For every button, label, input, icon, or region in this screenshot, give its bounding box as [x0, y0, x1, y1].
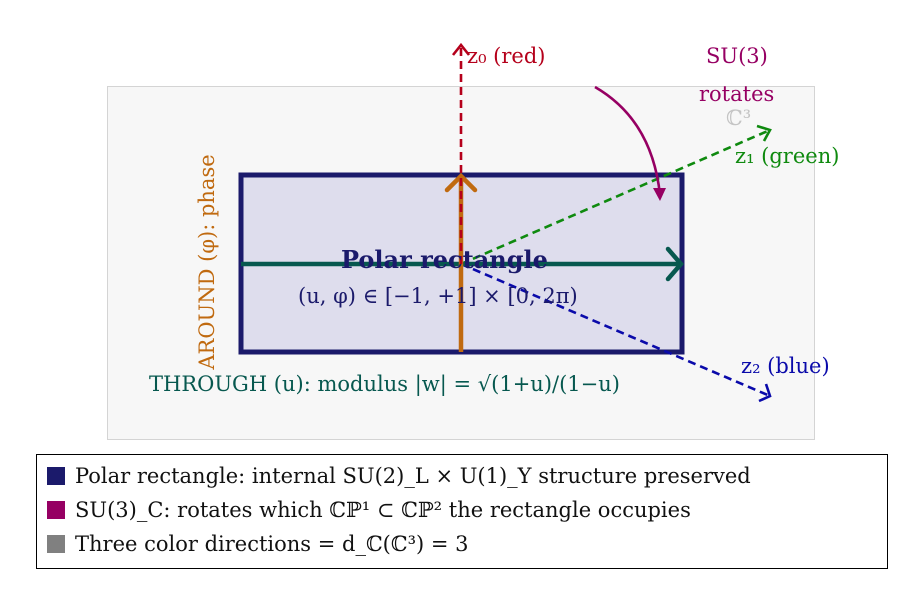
legend-text: Polar rectangle: internal SU(2)_L × U(1)… [75, 464, 751, 488]
z2-axis-label: z₂ (blue) [741, 354, 830, 378]
z1-arrowhead [756, 124, 772, 142]
legend-swatch-gray [47, 535, 65, 553]
through-arrowhead [665, 246, 684, 282]
c3-label: ℂ³ [726, 106, 752, 130]
su3-rotation-arrow [594, 85, 662, 196]
z2-axis [460, 262, 771, 398]
through-label: THROUGH (u): modulus |w| = √(1+u)/(1−u) [149, 372, 620, 396]
z2-arrowhead [758, 383, 772, 403]
z0-axis-label: z₀ (red) [467, 44, 546, 68]
legend-item-color-directions: Three color directions = d_ℂ(ℂ³) = 3 [47, 527, 887, 561]
su3-rotation-label-line1: SU(3) [706, 44, 768, 68]
su3-rotation-arrowhead [653, 188, 666, 201]
su3-rotation-label-line2: rotates [699, 82, 775, 106]
z0-arrowhead [451, 42, 471, 56]
legend-text: SU(3)_C: rotates which ℂℙ¹ ⊂ ℂℙ² the rec… [75, 498, 691, 522]
rectangle-title: Polar rectangle [341, 245, 548, 274]
z1-axis-label: z₁ (green) [735, 144, 840, 168]
z1-axis [460, 128, 771, 266]
legend-item-polar-rectangle: Polar rectangle: internal SU(2)_L × U(1)… [47, 459, 887, 493]
legend: Polar rectangle: internal SU(2)_L × U(1)… [36, 454, 888, 569]
legend-swatch-magenta [47, 501, 65, 519]
around-arrowhead [444, 172, 478, 193]
legend-item-su3: SU(3)_C: rotates which ℂℙ¹ ⊂ ℂℙ² the rec… [47, 493, 887, 527]
legend-text: Three color directions = d_ℂ(ℂ³) = 3 [75, 532, 469, 556]
rectangle-domain: (u, φ) ∈ [−1, +1] × [0, 2π) [298, 284, 578, 308]
around-label: AROUND (φ): phase [195, 154, 219, 370]
legend-swatch-navy [47, 467, 65, 485]
